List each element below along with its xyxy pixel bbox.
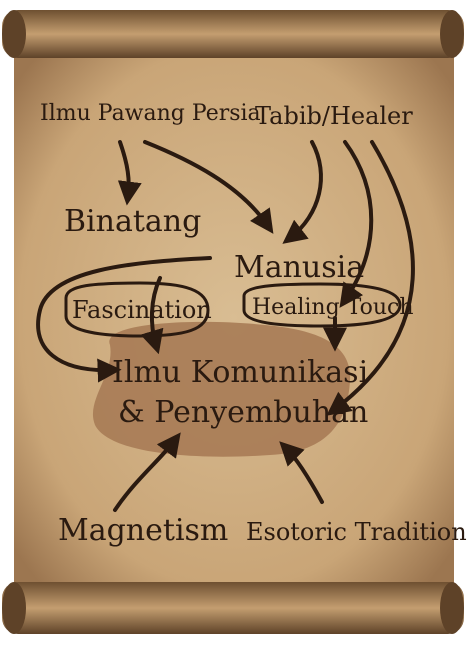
- arrow-tabib-to-center: [326, 140, 415, 416]
- label-tabib-healer: Tabib/Healer: [255, 102, 413, 130]
- label-magnetism: Magnetism: [58, 513, 228, 548]
- parchment-body: [14, 40, 454, 596]
- bottom-scroll-roll: [2, 582, 464, 634]
- arrow-pawang-to-binatang: [117, 140, 142, 206]
- label-center-line1: Ilmu Komunikasi: [112, 355, 368, 390]
- label-fascination: Fascination: [72, 296, 212, 324]
- label-manusia: Manusia: [234, 250, 364, 285]
- label-binatang: Binatang: [64, 204, 201, 239]
- center-highlight-blob: [92, 321, 351, 457]
- arrow-magnetism-to-center: [113, 432, 181, 512]
- arrow-manusia-loop-to-center: [36, 256, 212, 383]
- arrow-tabib-to-manusia: [282, 140, 323, 244]
- healing-touch-oval: [242, 282, 402, 328]
- arrow-pawang-to-manusia: [143, 140, 274, 234]
- arrow-tabib-to-healing-touch: [339, 140, 374, 308]
- label-ilmu-pawang-persia: Ilmu Pawang Persia: [40, 101, 261, 126]
- label-center-line2: & Penyembuhan: [118, 395, 368, 430]
- label-healing-touch: Healing Touch: [252, 295, 414, 320]
- label-esoteric-tradition: Esotoric Tradition: [246, 518, 467, 546]
- top-scroll-roll: [2, 10, 464, 58]
- fascination-oval: [64, 281, 210, 338]
- arrow-esoteric-to-center: [279, 441, 324, 504]
